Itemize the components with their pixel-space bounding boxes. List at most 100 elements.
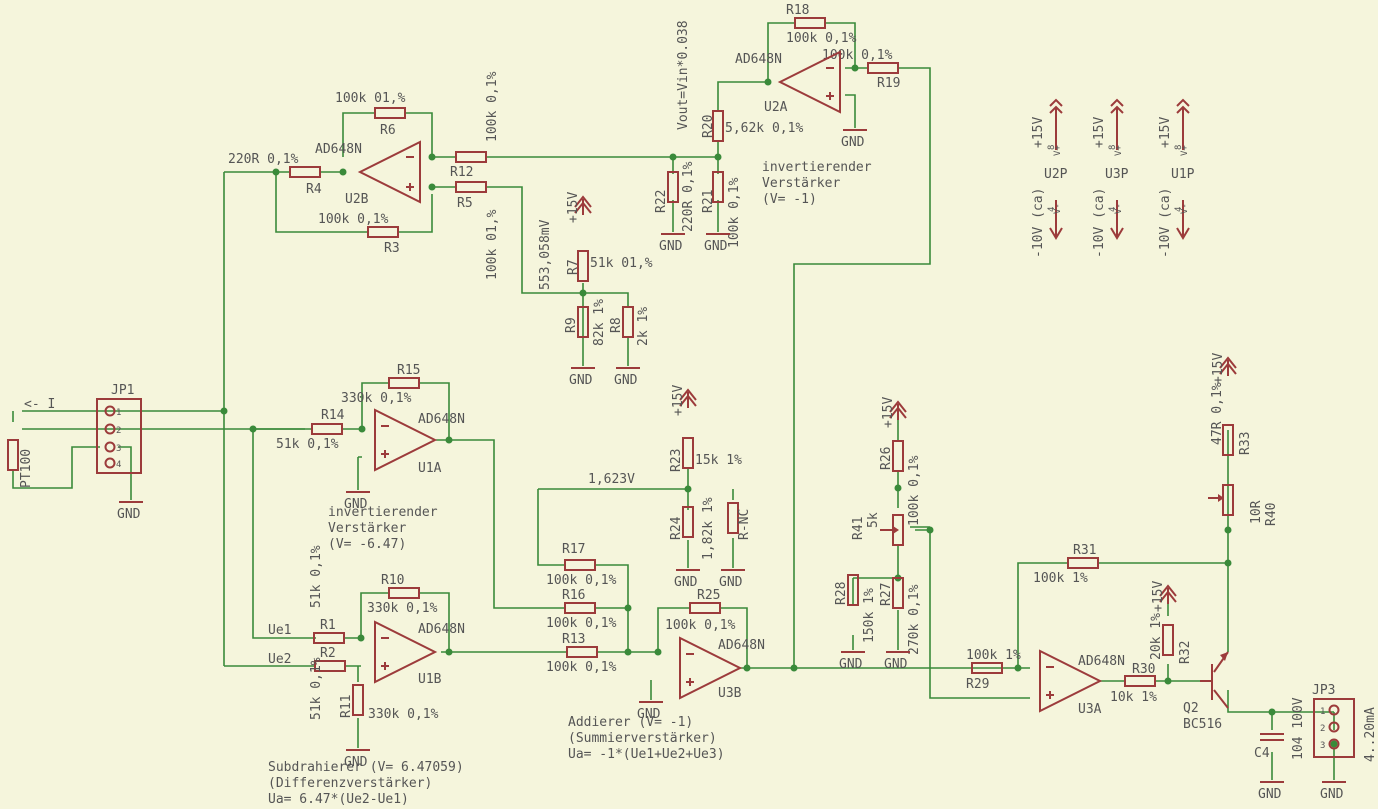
resistor-value: 100k 1% — [966, 648, 1021, 663]
gnd-label: GND — [344, 497, 368, 512]
resistor-r41-value: 5k — [866, 512, 881, 528]
v553-label: 553,058mV — [538, 219, 553, 290]
gnd-symbol: GND — [117, 501, 143, 522]
pu-pos: +15V — [1031, 117, 1046, 148]
opamp-name: U1A — [418, 461, 442, 476]
resistor-name: R29 — [966, 677, 989, 692]
jp3-label: 4..20mA — [1363, 707, 1378, 762]
gnd-symbol: GND — [884, 651, 910, 672]
ue2-label: Ue2 — [268, 652, 291, 667]
gnd-symbol: GND — [1320, 781, 1346, 802]
resistor-name: R33 — [1238, 432, 1253, 455]
resistor-name: R13 — [562, 632, 585, 647]
inv1-line2: Verstärker — [762, 176, 840, 191]
gnd-label: GND — [1320, 787, 1344, 802]
c4-name: C4 — [1254, 746, 1270, 761]
pu-vplus: V+ — [1053, 145, 1063, 156]
gnd-label: GND — [704, 239, 728, 254]
gnd-symbol: GND — [637, 701, 663, 722]
sub-line2: (Differenzverstärker) — [268, 776, 432, 791]
inv2-line3: (V= -6.47) — [328, 537, 406, 552]
resistor-name: R10 — [381, 573, 404, 588]
transistor-q2: Q2 BC516 — [1183, 651, 1229, 732]
jp1-connector: 1 2 3 4 JP1 — [96, 383, 142, 474]
resistor-name: R2 — [320, 646, 336, 661]
resistor-name: R25 — [697, 588, 720, 603]
pu-neg: -10V (ca) — [1092, 188, 1107, 258]
resistor-r20: R20 5,62k 0,1% — [701, 110, 803, 142]
pu-name: U1P — [1171, 167, 1195, 182]
jp1-name: JP1 — [111, 383, 134, 398]
resistor-value: 15k 1% — [695, 453, 742, 468]
opamp-name: U3A — [1078, 702, 1102, 717]
q2-name: Q2 — [1183, 701, 1199, 716]
gnd-label: GND — [884, 657, 908, 672]
resistor-name: R27 — [879, 583, 894, 606]
resistor-value: 330k 0,1% — [368, 707, 439, 722]
jp1-pin2: 2 — [116, 426, 121, 436]
vcc-label: +15V — [1151, 581, 1166, 612]
opamps: U2AAD648NU2BAD648NU1AAD648NU1BAD648NU3BA… — [315, 50, 1125, 717]
opamp-part: AD648N — [718, 638, 765, 653]
capacitor-c4: C4 104 100V — [1254, 697, 1306, 761]
vcc-label: +15V — [1211, 353, 1226, 384]
resistor-name: R20 — [701, 115, 716, 138]
resistor-name: R22 — [654, 190, 669, 213]
inv2-line1: invertierender — [328, 505, 438, 520]
gnd-label: GND — [117, 507, 141, 522]
resistor-name: R17 — [562, 542, 585, 557]
opamp-name: U1B — [418, 672, 442, 687]
resistor-r-nc: R-NC — [727, 502, 752, 540]
jp3-connector: 1 2 3 JP3 4..20mA — [1312, 683, 1378, 762]
resistor-name: R1 — [320, 618, 336, 633]
resistor-value: 100k 0,1% — [546, 616, 617, 631]
resistor-value: 5,62k 0,1% — [725, 121, 803, 136]
jp1-pin4: 4 — [116, 460, 121, 470]
resistor-name: R23 — [669, 449, 684, 472]
resistor-r3: R3 100k 0,1% — [318, 212, 400, 256]
resistor-value: 330k 0,1% — [341, 391, 412, 406]
pu-pin8: 8 — [1108, 145, 1118, 150]
resistor-r15: R15 330k 0,1% — [341, 363, 420, 406]
resistor-name: R18 — [786, 3, 809, 18]
resistor-name: R31 — [1073, 543, 1096, 558]
resistor-value: 82k 1% — [592, 299, 607, 346]
pu-pos: +15V — [1092, 117, 1107, 148]
gnd-symbol: GND — [704, 233, 730, 254]
resistor-value: 100k 0,1% — [727, 177, 742, 248]
pu-pin8: 8 — [1047, 145, 1057, 150]
resistor-value: 330k 0,1% — [367, 601, 438, 616]
resistor-name: R15 — [397, 363, 420, 378]
jp3-name: JP3 — [1312, 683, 1335, 698]
pu-pin4: 4 — [1108, 207, 1118, 212]
gnd-label: GND — [1258, 787, 1282, 802]
gnd-label: GND — [659, 239, 683, 254]
resistor-value: 100k 0,1% — [546, 573, 617, 588]
resistor-value: 100k 1% — [1033, 571, 1088, 586]
gnd-label: GND — [569, 373, 593, 388]
c4-value: 104 100V — [1291, 697, 1306, 760]
pu-vplus: V+ — [1180, 145, 1190, 156]
resistor-name: R11 — [339, 695, 354, 718]
resistor-name: R12 — [450, 165, 473, 180]
resistor-r41-name: R41 — [851, 517, 866, 540]
resistor-name: R3 — [384, 241, 400, 256]
gnd-symbol: GND — [344, 749, 370, 770]
resistor-value: 51k 0,1% — [309, 657, 324, 720]
junctions — [220, 64, 1338, 748]
resistor-r11: R11 330k 0,1% — [339, 684, 439, 722]
resistor-value: 100k 0,1% — [318, 212, 389, 227]
